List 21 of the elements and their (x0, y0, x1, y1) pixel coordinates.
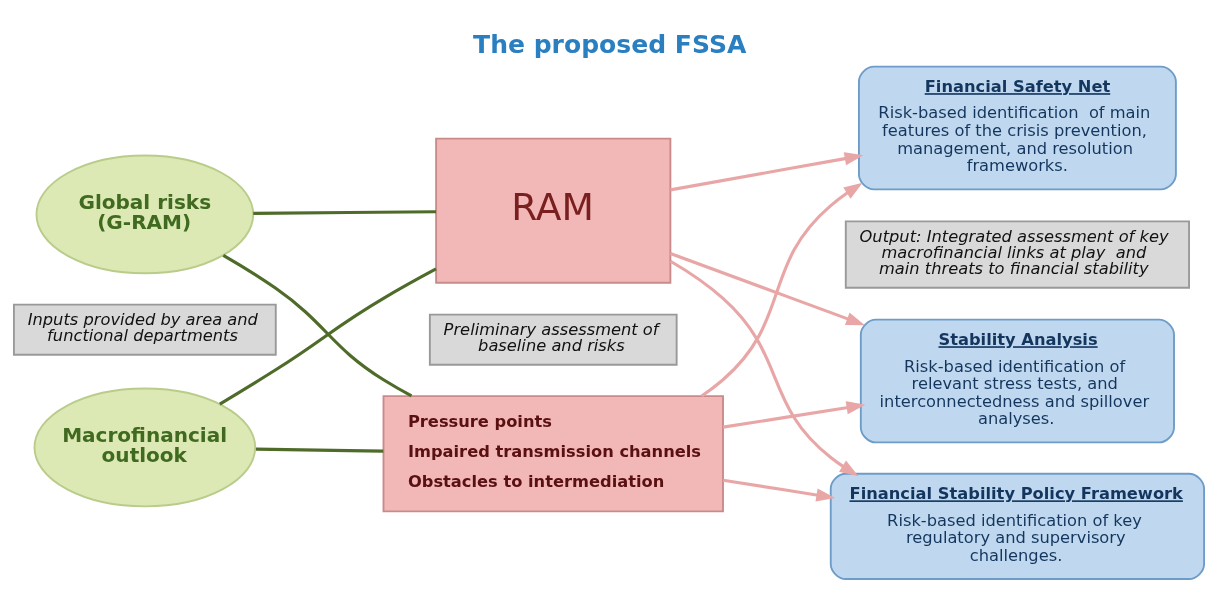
node-box: Stability Analysis Risk-based identification of relevant stress tests, and interconnectedness and spillover analyses. (859, 318, 1175, 443)
diagram-title: The proposed FSSA (473, 29, 747, 59)
arrow (700, 182, 863, 397)
node-ellipse: Macrofinancial outlook (33, 387, 257, 507)
node-box: Preliminary assessment of baseline and risks (428, 313, 678, 366)
arrow (669, 259, 859, 476)
connector (222, 253, 413, 397)
node-box: Financial Stability Policy Framework Risk-based identification of key regulatory and supervisory challenges. (829, 472, 1205, 580)
arrow (722, 400, 866, 429)
node-box: RAM (435, 137, 672, 284)
node-box: Financial Safety Net Risk-based identification of main features of the crisis prevention, management, and resolution frameworks. (858, 65, 1177, 190)
node-box: Pressure points Impaired transmission channels Obstacles to intermediation (382, 394, 724, 512)
connector (253, 209, 437, 215)
connector (219, 267, 437, 405)
node-box: Inputs provided by area and functional departments (13, 303, 277, 356)
arrow (669, 251, 865, 325)
node-box: Output: Integrated assessment of key macrofinancial links at play and main threats to financial stability (844, 219, 1190, 289)
node-ellipse: Global risks (G-RAM) (35, 154, 255, 274)
connector (255, 447, 384, 453)
arrow (670, 151, 864, 191)
arrow (722, 478, 836, 501)
